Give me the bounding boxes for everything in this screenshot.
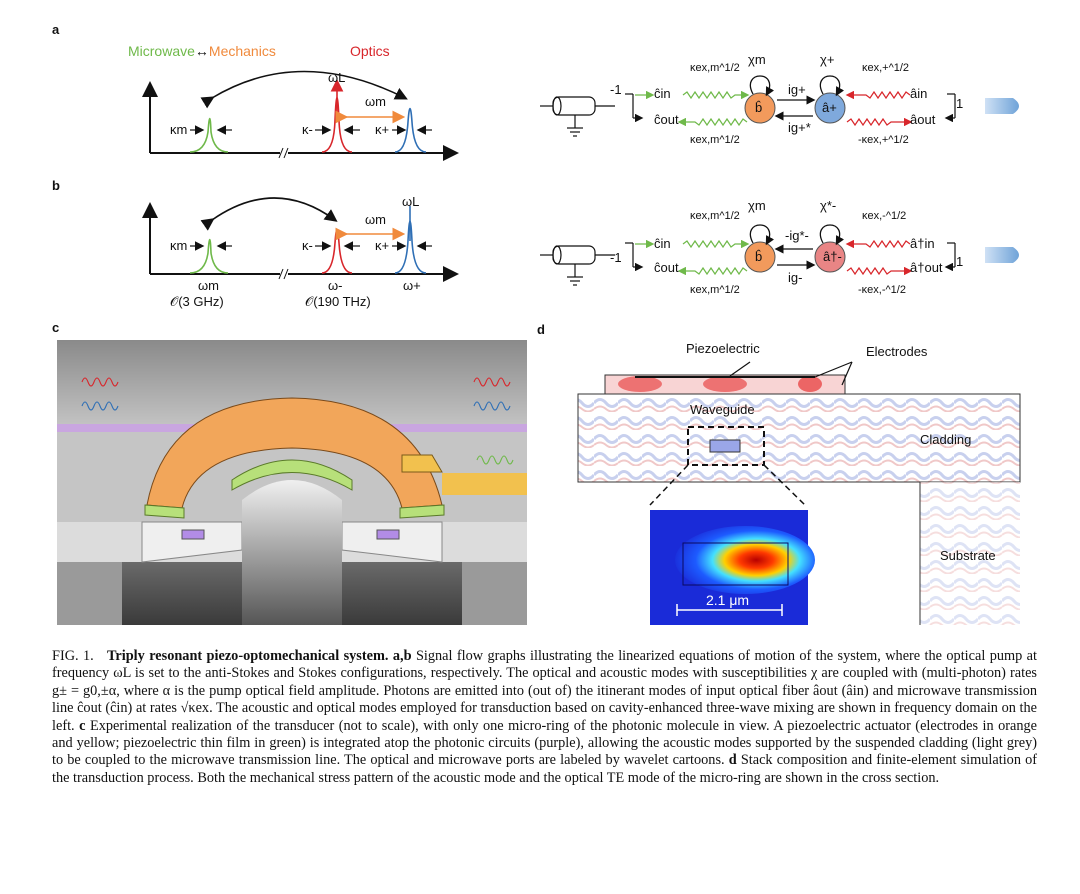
panel-label-b: b — [52, 178, 60, 193]
chi-plus-a: χ+ — [820, 52, 835, 67]
node-b-b: b̂ — [755, 249, 763, 264]
a-in-a: âin — [910, 86, 928, 101]
spectrum-a — [142, 70, 459, 161]
caption-d-text: Stack composition and finite-element sim… — [52, 752, 1038, 786]
neg-ig-minus-conj-b: -ig*- — [785, 228, 809, 243]
c-out-b: ĉout — [654, 260, 679, 275]
a-out-b: â†out — [910, 260, 943, 275]
caption-c-label: c — [79, 717, 86, 734]
a-out-a: âout — [910, 112, 936, 127]
omega-m-label-b: ωm — [365, 212, 386, 227]
c-in-b: ĉin — [654, 236, 671, 251]
a-in-b: â†in — [910, 236, 935, 251]
panel-label-c: c — [52, 320, 60, 335]
header-mechanics: Mechanics — [208, 43, 276, 59]
panel-label-d: d — [537, 322, 545, 337]
chi-minus-conj-b: χ*- — [820, 198, 837, 213]
label-electrodes: Electrodes — [866, 344, 928, 359]
c-in-a: ĉin — [654, 86, 671, 101]
node-a-plus-a: â+ — [822, 100, 837, 115]
kex-minus-b: κex,-^1/2 — [862, 210, 907, 222]
flow-graph-b — [540, 224, 1019, 286]
header-optics: Optics — [350, 43, 390, 59]
kex-m-bottom-b: κex,m^1/2 — [690, 284, 740, 296]
tick-omega-minus: ω- — [328, 278, 343, 293]
neg-one-a: -1 — [610, 82, 622, 97]
label-cladding: Cladding — [920, 432, 972, 447]
kappa-minus-label-b: κ- — [302, 238, 313, 253]
omega-m-label-a: ωm — [365, 94, 386, 109]
order-3ghz: 𝒪(3 GHz) — [170, 294, 224, 309]
kappa-m-label-b: κm — [170, 238, 188, 253]
neg-kex-plus-a: -κex,+^1/2 — [858, 134, 909, 146]
order-190thz: 𝒪(190 THz) — [305, 294, 371, 309]
kappa-minus-label-a: κ- — [302, 122, 313, 137]
panel-a-header: Microwave↔Mechanics Optics — [128, 43, 468, 63]
one-b: 1 — [956, 254, 964, 269]
scale-bar-label: 2.1 μm — [706, 592, 750, 608]
ig-minus-b: ig- — [788, 270, 803, 285]
caption-c-text: Experimental realization of the transduc… — [52, 717, 1038, 769]
caption-ab-label: a,b — [392, 648, 412, 664]
chi-m-b: χm — [748, 198, 766, 213]
flow-graph-a — [540, 75, 1019, 137]
figure-caption: FIG. 1. Triply resonant piezo-optomechan… — [52, 648, 1037, 787]
c-out-a: ĉout — [654, 112, 679, 127]
mech-peak-a — [189, 117, 229, 153]
cross-section — [577, 361, 1021, 625]
label-substrate: Substrate — [940, 548, 996, 563]
label-piezoelectric: Piezoelectric — [686, 341, 760, 356]
device-rendering — [57, 340, 527, 625]
node-b-a: b̂ — [755, 100, 763, 115]
neg-kex-minus-b: -κex,-^1/2 — [858, 284, 906, 296]
caption-title: Triply resonant piezo-optomechanical sys… — [106, 648, 389, 664]
spectrum-b — [142, 197, 459, 282]
omega-l-label-a: ωL — [328, 70, 346, 85]
coupling-arc-a — [200, 70, 408, 109]
caption-fig: FIG. 1. — [52, 648, 94, 664]
optical-plus-peak-a — [394, 107, 427, 153]
kex-plus-a: κex,+^1/2 — [862, 62, 910, 74]
label-waveguide: Waveguide — [690, 402, 755, 417]
ig-plus-a: ig+ — [788, 82, 806, 97]
node-a-dagger-b: â†- — [823, 249, 842, 264]
panel-label-a: a — [52, 22, 60, 37]
one-a: 1 — [956, 96, 964, 111]
caption-d-label: d — [728, 752, 737, 769]
neg-one-b: -1 — [610, 250, 622, 265]
omega-l-label-b: ωL — [402, 194, 420, 209]
chi-m-a: χm — [748, 52, 766, 67]
tick-omega-plus: ω+ — [403, 278, 421, 293]
header-microwave: Microwave — [128, 43, 195, 59]
kex-m-top-b: κex,m^1/2 — [690, 210, 740, 222]
kappa-m-label-a: κm — [170, 122, 188, 137]
tick-omega-m: ωm — [198, 278, 219, 293]
kappa-plus-label-a: κ+ — [375, 122, 390, 137]
kex-m-top-a: κex,m^1/2 — [690, 62, 740, 74]
header-arrow: ↔ — [194, 43, 209, 59]
kappa-plus-label-b: κ+ — [375, 238, 390, 253]
caption-ab-text: Signal flow graphs illustrating the line… — [52, 648, 1037, 734]
ig-plus-conj-a: ig+* — [788, 120, 811, 135]
kex-m-bottom-a: κex,m^1/2 — [690, 134, 740, 146]
